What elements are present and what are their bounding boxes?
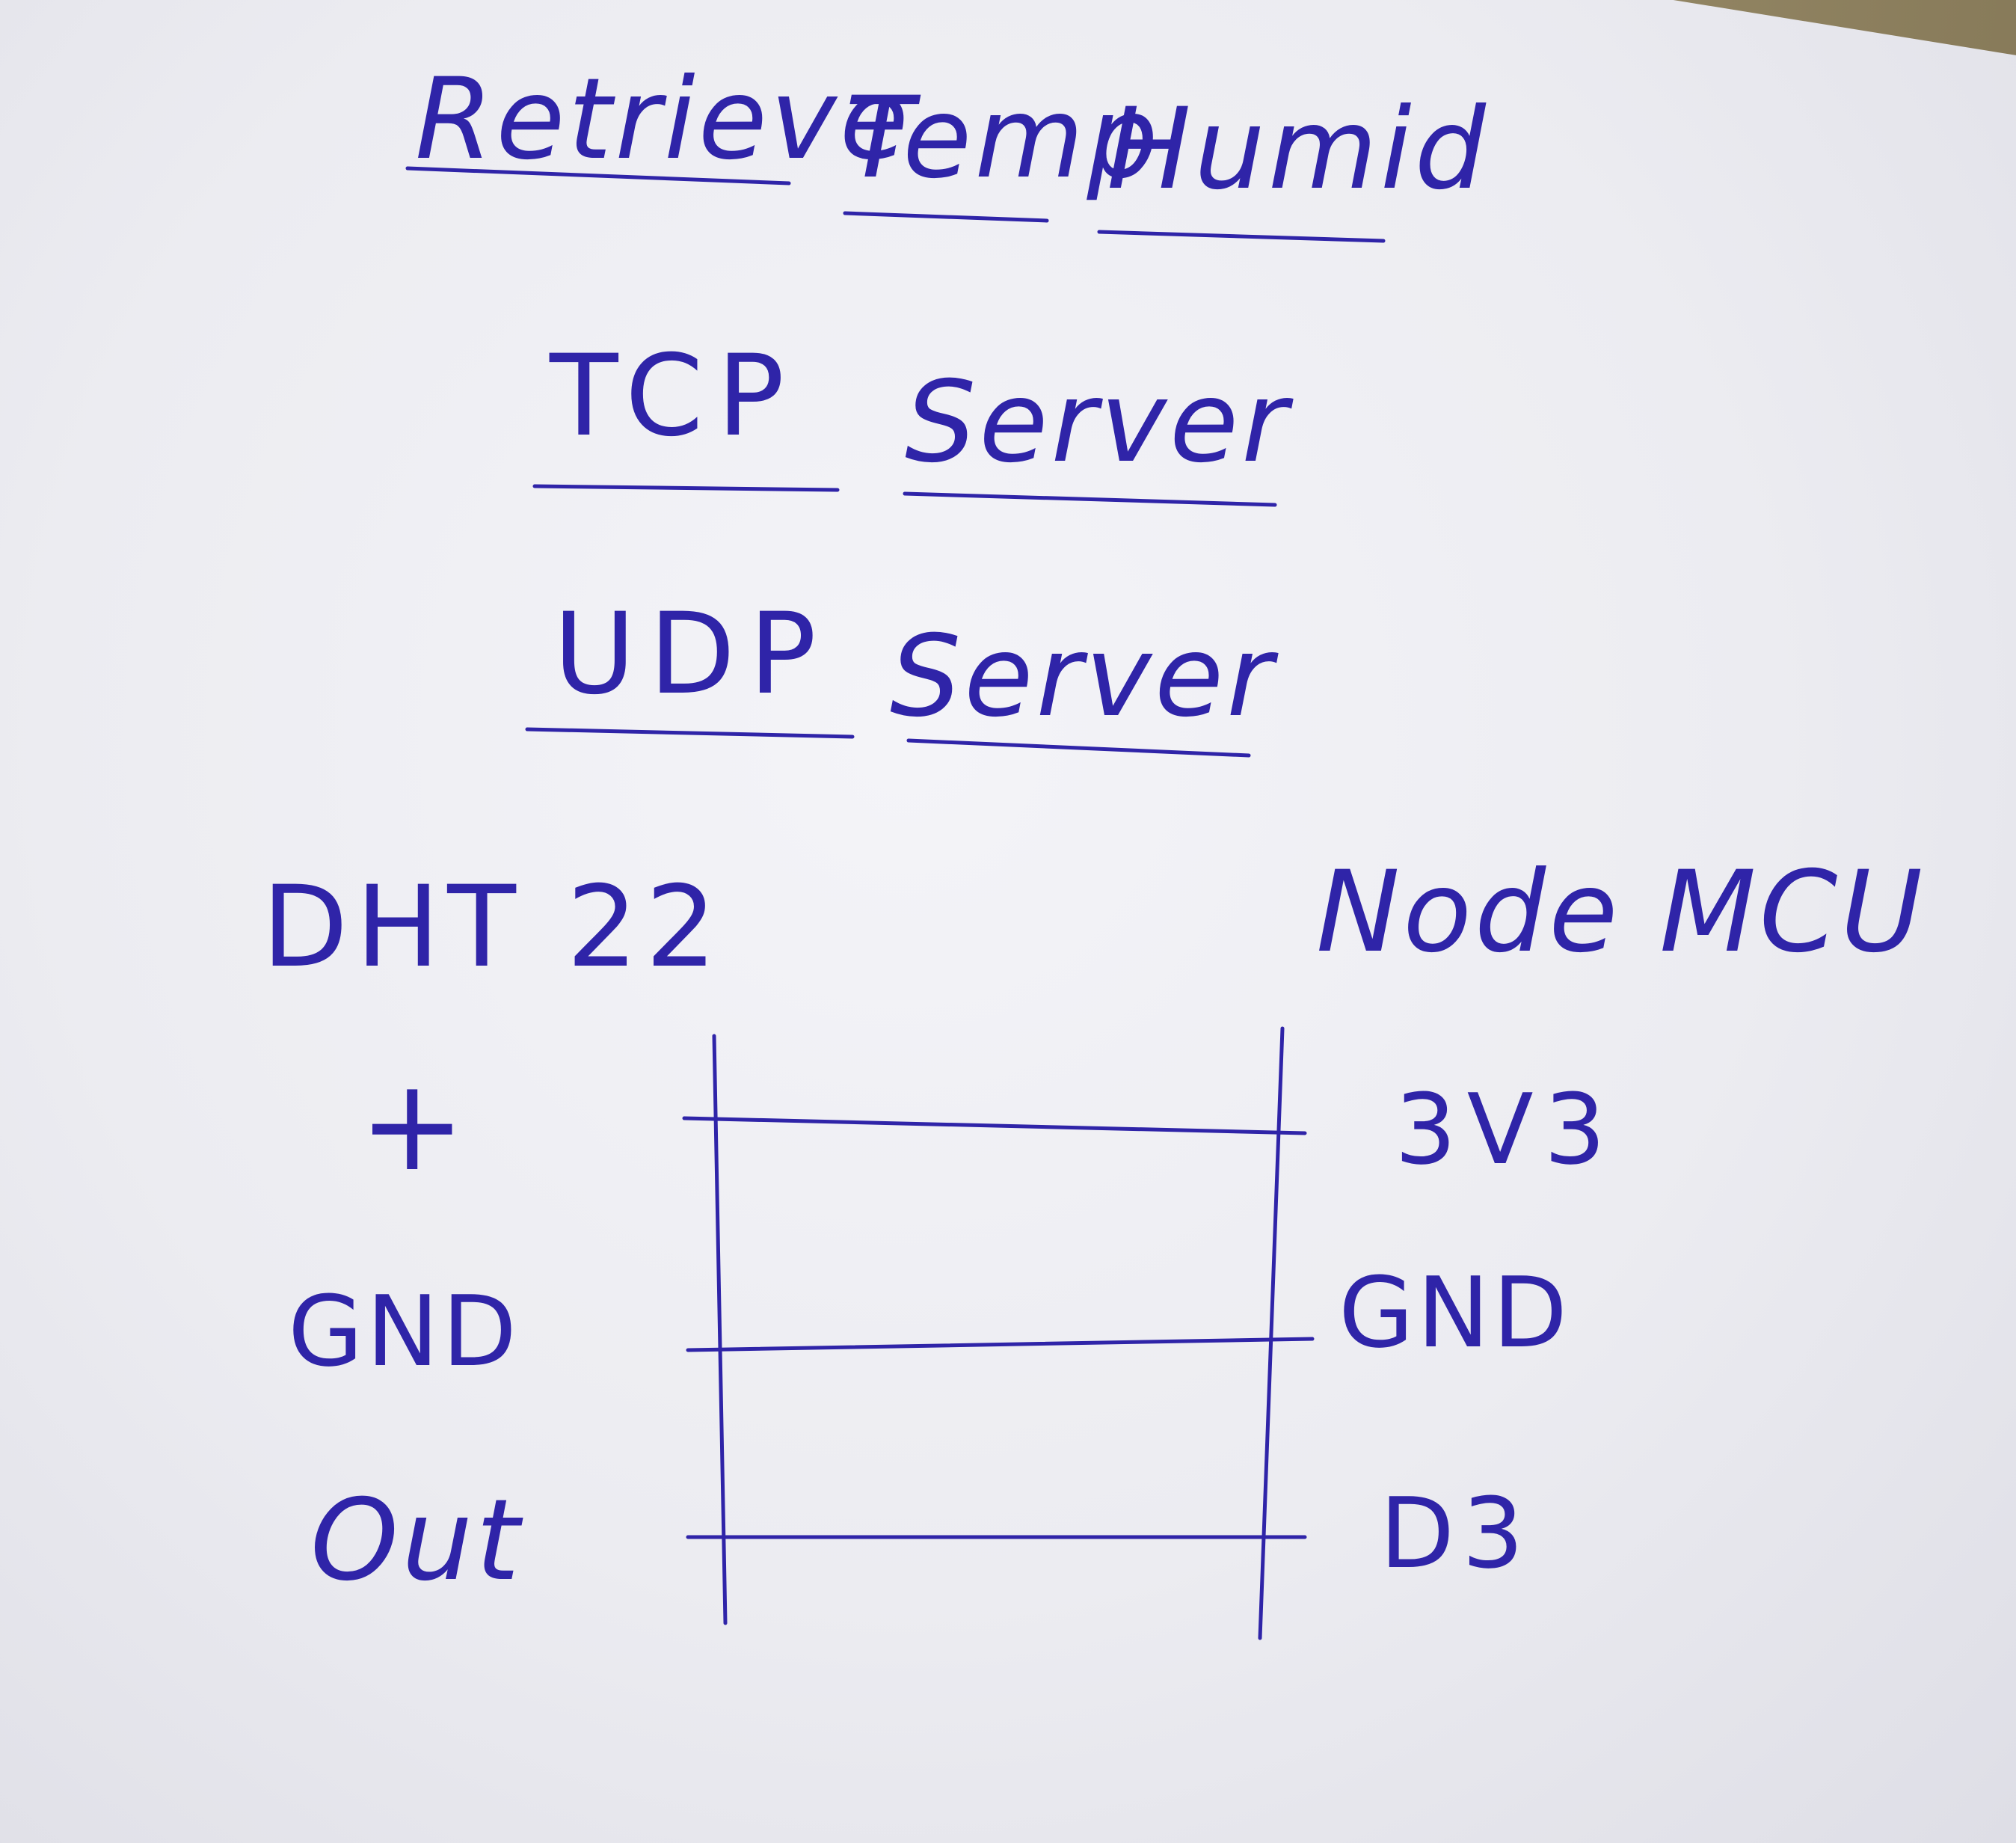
underline-humid [1097,230,1386,243]
underline-udp [525,727,855,739]
tcp-server-label: Server [905,358,1291,488]
underline-retrieve [405,166,791,185]
udp-server-label: Server [890,612,1276,742]
wire-gnd-gnd [686,1337,1315,1352]
underline-tcp-server [903,491,1277,507]
dht22-header: DHT 22 [262,862,725,993]
nodemcu-pin-gnd: GND [1339,1256,1571,1370]
underline-temp [843,211,1049,223]
underline-udp-server [906,738,1251,758]
title-word-humid: Humid [1107,85,1489,215]
title-word-retrieve: Retrieve [415,55,912,185]
tcp-label: TCP [550,331,799,461]
nodemcu-pin-d3: D3 [1380,1476,1531,1590]
wire-plus-3v3 [682,1116,1307,1135]
dht22-pin-gnd: GND [288,1275,520,1388]
nodemcu-rail [1258,1026,1285,1640]
dht22-pin-out: Out [310,1476,523,1606]
nodemcu-header: Node MCU [1316,847,1926,978]
dht22-rail [712,1034,728,1625]
nodemcu-pin-3v3: 3V3 [1395,1073,1617,1186]
underline-tcp [532,484,840,492]
dht22-pin-plus: + [359,1052,469,1200]
udp-label: UDP [553,589,830,720]
title-word-temp: Temp [845,73,1161,203]
